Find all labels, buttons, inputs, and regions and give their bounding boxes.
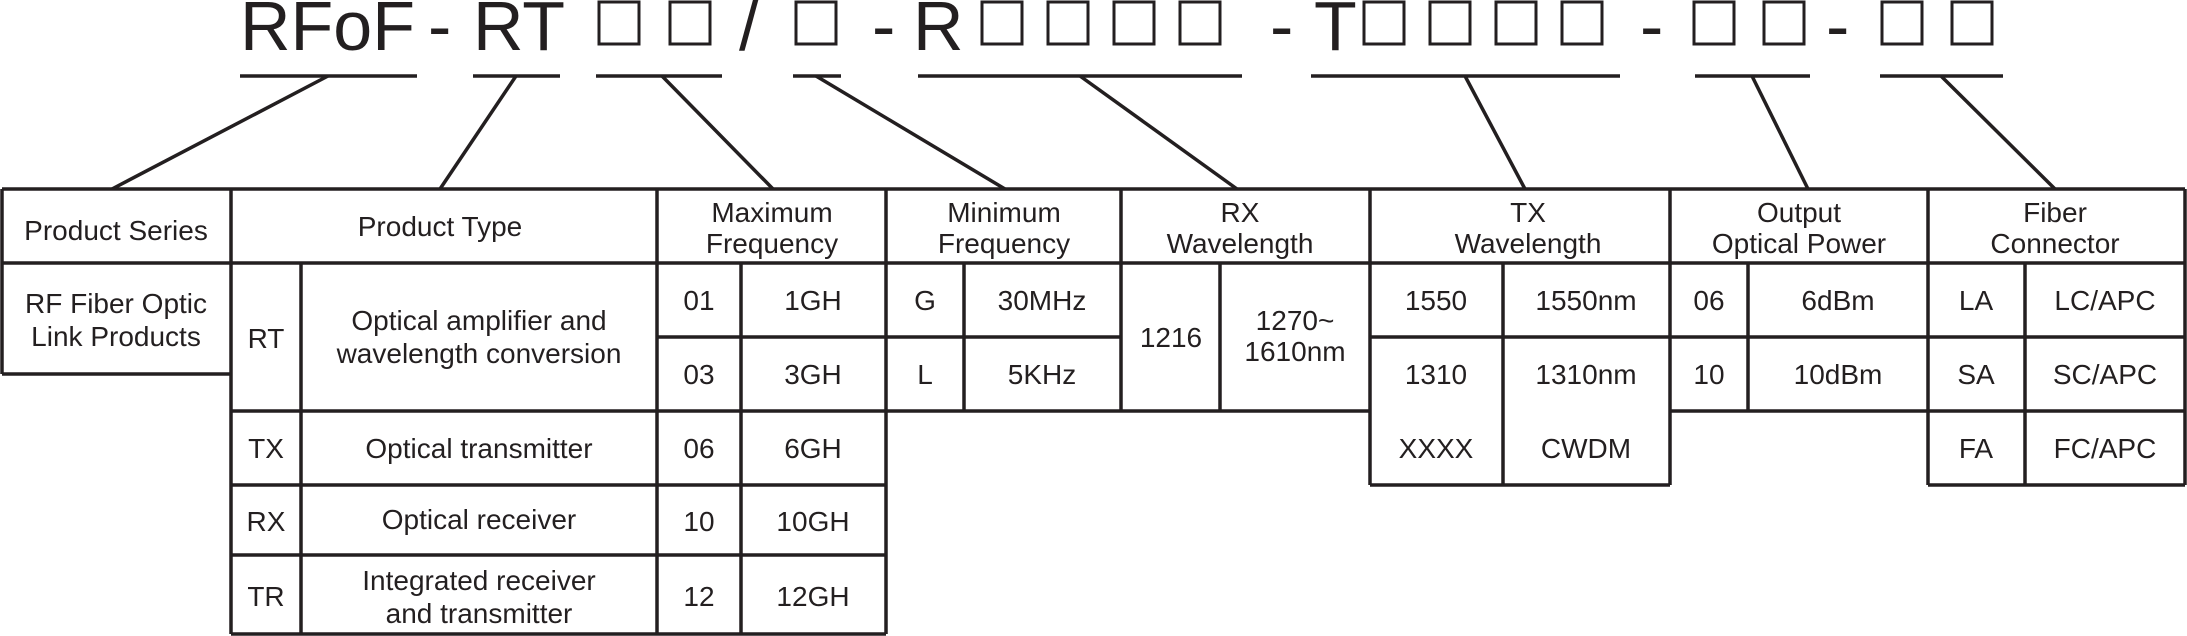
tx-wavelength-value: CWDM	[1541, 433, 1631, 464]
min-freq-code: G	[914, 285, 936, 316]
header-max-freq-line2: Frequency	[706, 228, 838, 259]
max-freq-code: 03	[683, 359, 714, 390]
max-frequency-column: 01 1GH 03 3GH 06 6GH 10 10GH 12 12GH	[683, 285, 849, 612]
code-slot-rx-3	[1112, 0, 1156, 46]
code-slot-tx-3	[1494, 0, 1538, 46]
code-slot-connector-2	[1950, 0, 1994, 46]
code-slot-rx-1	[980, 0, 1024, 46]
code-slash: /	[739, 0, 759, 65]
code-series: RFoF	[240, 0, 415, 65]
header-rx-line2: Wavelength	[1167, 228, 1314, 259]
tx-wavelength-code: XXXX	[1399, 433, 1474, 464]
code-slot-max-1	[597, 0, 641, 46]
code-dash-5: -	[1826, 0, 1849, 65]
connector-lines	[111, 74, 2057, 191]
model-code: RFoF - RT / - R - T - -	[240, 0, 1994, 65]
code-dash-2: -	[872, 0, 895, 65]
connector-value: SC/APC	[2053, 359, 2157, 390]
code-slot-connector-1	[1880, 0, 1924, 46]
connector-code: FA	[1959, 433, 1994, 464]
table-header: Product Series Product Type Maximum Freq…	[24, 197, 2119, 259]
max-freq-code: 12	[683, 581, 714, 612]
code-type: RT	[473, 0, 565, 65]
header-connector-line2: Connector	[1990, 228, 2119, 259]
rx-wavelength-column: 1216 1270~ 1610nm	[1140, 305, 1346, 367]
tx-wavelength-value: 1310nm	[1535, 359, 1636, 390]
header-tx-line2: Wavelength	[1455, 228, 1602, 259]
connector-value: FC/APC	[2054, 433, 2157, 464]
max-freq-value: 10GH	[776, 506, 849, 537]
max-freq-code: 06	[683, 433, 714, 464]
product-series-line2: Link Products	[31, 321, 201, 352]
product-series-line1: RF Fiber Optic	[25, 288, 207, 319]
header-power-line1: Output	[1757, 197, 1841, 228]
product-series-column: RF Fiber Optic Link Products	[25, 288, 207, 352]
max-freq-code: 10	[683, 506, 714, 537]
header-product-series: Product Series	[24, 215, 208, 246]
output-power-code: 10	[1693, 359, 1724, 390]
tx-wavelength-code: 1550	[1405, 285, 1467, 316]
code-slot-rx-2	[1046, 0, 1090, 46]
rx-wavelength-code: 1216	[1140, 322, 1202, 353]
product-type-desc: and transmitter	[386, 598, 573, 629]
header-connector-line1: Fiber	[2023, 197, 2087, 228]
max-freq-value: 3GH	[784, 359, 842, 390]
code-dash-4: -	[1640, 0, 1663, 65]
product-type-code: RT	[248, 323, 285, 354]
output-power-value: 6dBm	[1801, 285, 1874, 316]
code-slot-min	[794, 0, 838, 46]
code-slot-power-1	[1692, 0, 1736, 46]
header-rx-line1: RX	[1221, 197, 1260, 228]
product-type-code: RX	[247, 506, 286, 537]
header-power-line2: Optical Power	[1712, 228, 1886, 259]
product-type-desc: Optical receiver	[382, 504, 577, 535]
product-type-desc: wavelength conversion	[336, 338, 622, 369]
code-slot-power-2	[1762, 0, 1806, 46]
output-power-value: 10dBm	[1794, 359, 1883, 390]
product-type-column: RT Optical amplifier and wavelength conv…	[247, 305, 622, 629]
header-min-freq-line2: Frequency	[938, 228, 1070, 259]
code-slot-max-2	[668, 0, 712, 46]
tx-wavelength-value: 1550nm	[1535, 285, 1636, 316]
code-r-prefix: R	[913, 0, 964, 65]
product-type-desc: Optical amplifier and	[351, 305, 606, 336]
output-power-code: 06	[1693, 285, 1724, 316]
min-freq-value: 5KHz	[1008, 359, 1076, 390]
rx-wavelength-value-line1: 1270~	[1256, 305, 1335, 336]
tx-wavelength-column: 1550 1550nm 1310 1310nm XXXX CWDM	[1399, 285, 1637, 464]
connector-value: LC/APC	[2054, 285, 2155, 316]
code-dash-1: -	[428, 0, 451, 65]
table-grid	[0, 187, 2187, 636]
min-freq-code: L	[917, 359, 933, 390]
rx-wavelength-value-line2: 1610nm	[1244, 336, 1345, 367]
output-power-column: 06 6dBm 10 10dBm	[1693, 285, 1882, 390]
header-product-type: Product Type	[358, 211, 522, 242]
code-slot-rx-4	[1178, 0, 1222, 46]
product-type-desc: Integrated receiver	[362, 565, 595, 596]
product-type-desc: Optical transmitter	[365, 433, 592, 464]
fiber-connector-column: LA LC/APC SA SC/APC FA FC/APC	[1957, 285, 2157, 464]
tx-wavelength-code: 1310	[1405, 359, 1467, 390]
max-freq-value: 12GH	[776, 581, 849, 612]
code-t-prefix: T	[1314, 0, 1357, 65]
product-type-code: TR	[247, 581, 284, 612]
code-slot-tx-1	[1362, 0, 1406, 46]
max-freq-code: 01	[683, 285, 714, 316]
min-freq-value: 30MHz	[998, 285, 1087, 316]
header-tx-line1: TX	[1510, 197, 1546, 228]
product-type-code: TX	[248, 433, 284, 464]
header-min-freq-line1: Minimum	[947, 197, 1061, 228]
code-dash-3: -	[1270, 0, 1293, 65]
connector-code: SA	[1957, 359, 1995, 390]
max-freq-value: 1GH	[784, 285, 842, 316]
max-freq-value: 6GH	[784, 433, 842, 464]
code-slot-tx-4	[1560, 0, 1604, 46]
connector-code: LA	[1959, 285, 1994, 316]
min-frequency-column: G 30MHz L 5KHz	[914, 285, 1086, 390]
header-max-freq-line1: Maximum	[711, 197, 832, 228]
code-slot-tx-2	[1428, 0, 1472, 46]
